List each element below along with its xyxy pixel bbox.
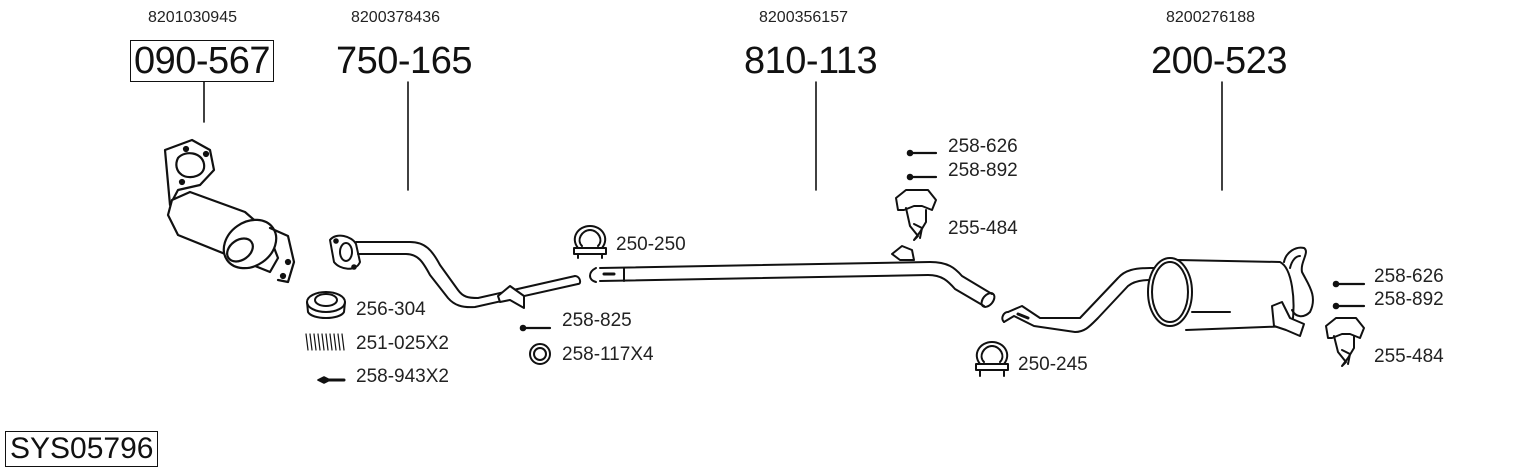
- clamp-icon: [975, 341, 1009, 377]
- accessory-label[interactable]: 258-626: [1374, 266, 1444, 287]
- accessory-label[interactable]: 258-117X4: [562, 344, 654, 365]
- accessory-label[interactable]: 258-626: [948, 136, 1018, 157]
- accessory-label[interactable]: 258-943X2: [356, 366, 449, 387]
- accessory-label[interactable]: 255-484: [948, 218, 1018, 239]
- bolt-icon: [1332, 302, 1366, 310]
- bolt-icon: [1332, 280, 1366, 288]
- gasket-ring-icon: [306, 291, 346, 319]
- oe-number-intermediate-pipe: 8200356157: [759, 9, 848, 26]
- bolt-icon: [906, 149, 938, 157]
- accessory-label[interactable]: 256-304: [356, 299, 426, 320]
- oe-number-front-pipe: 8200378436: [351, 9, 440, 26]
- accessory-label[interactable]: 258-892: [948, 160, 1018, 181]
- front-pipe-icon: [329, 234, 582, 309]
- part-number-front-pipe[interactable]: 750-165: [336, 40, 472, 82]
- catalytic-converter-icon: [163, 138, 296, 284]
- washer-icon: [529, 343, 551, 365]
- bolt-icon: [906, 173, 938, 181]
- part-number-intermediate-pipe[interactable]: 810-113: [744, 40, 878, 82]
- bolt-icon: [317, 376, 346, 384]
- accessory-label[interactable]: 255-484: [1374, 346, 1444, 367]
- part-number-rear-silencer[interactable]: 200-523: [1151, 40, 1287, 82]
- rubber-mount-icon: [1325, 317, 1365, 367]
- rubber-mount-icon: [895, 189, 937, 241]
- accessory-label[interactable]: 251-025X2: [356, 333, 449, 354]
- accessory-label[interactable]: 250-245: [1018, 354, 1088, 375]
- spring-icon: [305, 333, 345, 351]
- system-code: SYS05796: [5, 431, 159, 467]
- rear-silencer-icon: [1001, 246, 1314, 337]
- bolt-icon: [519, 324, 552, 332]
- accessory-label[interactable]: 258-892: [1374, 289, 1444, 310]
- part-number-catalytic-converter[interactable]: 090-567: [130, 40, 274, 82]
- oe-number-catalytic-converter: 8201030945: [148, 9, 237, 26]
- clamp-icon: [573, 225, 607, 259]
- accessory-label[interactable]: 250-250: [616, 234, 686, 255]
- intermediate-pipe-icon: [589, 245, 996, 308]
- oe-number-rear-silencer: 8200276188: [1166, 9, 1255, 26]
- accessory-label[interactable]: 258-825: [562, 310, 632, 331]
